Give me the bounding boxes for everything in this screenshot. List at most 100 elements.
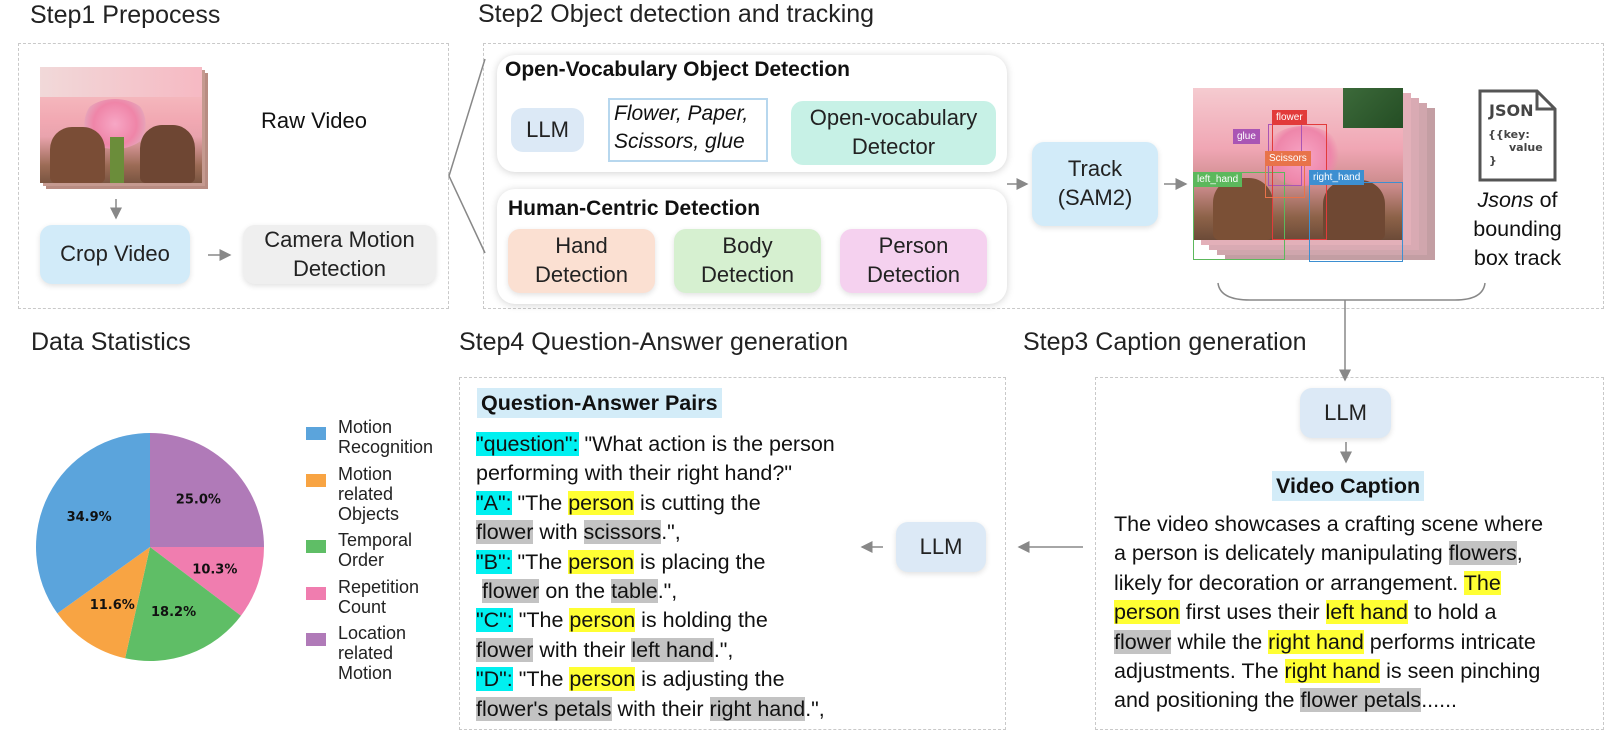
pie-value-label: 25.0% <box>176 493 221 508</box>
legend-swatch <box>306 474 326 487</box>
pie-value-label: 18.2% <box>151 605 196 620</box>
cap-line4a: first uses their <box>1179 600 1326 625</box>
llm-box-caption: LLM <box>1300 388 1391 438</box>
ov-detection-title: Open-Vocabulary Object Detection <box>505 58 851 81</box>
cap-person: person <box>1114 600 1180 625</box>
qa-b-key: "B": <box>476 549 512 574</box>
cap-flowers: flowers <box>1448 541 1517 566</box>
cap-left-hand: left hand <box>1325 600 1408 625</box>
legend-swatch <box>306 633 326 646</box>
pie-slice-location-related-motion <box>150 433 264 547</box>
cap-the: The <box>1463 570 1501 595</box>
qa-d-flowers-petals: flower's petals <box>476 696 612 721</box>
qa-d-rest: is adjusting the <box>635 667 785 692</box>
qa-c-left-hand: left hand <box>631 637 714 662</box>
body-detection-line1: Body <box>722 233 773 259</box>
qa-c-person: person <box>569 608 636 633</box>
object-list-box: Flower, Paper, Scissors, glue <box>608 98 768 162</box>
legend-swatch <box>306 587 326 600</box>
qa-a-key: "A": <box>476 490 512 515</box>
qa-a-with: with <box>533 520 584 545</box>
cap-line6b: is seen pinching <box>1380 658 1541 683</box>
crop-video-box: Crop Video <box>40 225 190 284</box>
qa-c-rest: is holding the <box>635 608 768 633</box>
qa-c-the: "The <box>512 608 570 633</box>
json-caption-of: of <box>1533 188 1558 212</box>
step3-title: Step3 Caption generation <box>1023 328 1307 356</box>
stats-title: Data Statistics <box>31 328 191 356</box>
tag-glue: glue <box>1233 129 1260 144</box>
qa-a-scissors: scissors <box>583 520 662 545</box>
json-caption-italic: Jsons <box>1477 188 1534 212</box>
hand-detection-box: Hand Detection <box>508 229 655 293</box>
tag-right-hand: right_hand <box>1309 170 1365 185</box>
cap-line5b: performs intricate <box>1363 629 1536 654</box>
tag-flower: flower <box>1272 110 1307 125</box>
ov-detector-box: Open-vocabulary Detector <box>791 101 996 165</box>
body-detection-box: Body Detection <box>674 229 821 293</box>
llm-label-caption: LLM <box>1324 399 1367 425</box>
body-detection-line2: Detection <box>701 262 794 287</box>
qa-d-right-hand: right hand <box>709 696 806 721</box>
tag-left-hand: left_hand <box>1193 172 1243 187</box>
qa-d-end: .", <box>805 696 825 721</box>
hand-detection-line1: Hand <box>555 233 608 259</box>
qa-d-person: person <box>569 667 636 692</box>
json-icon-label: JSON <box>1488 101 1533 120</box>
legend-swatch <box>306 427 326 440</box>
qa-b-table: table <box>611 578 658 603</box>
pie-slice-repetition-count <box>150 547 264 616</box>
ov-detector-line1: Open-vocabulary <box>809 105 978 131</box>
qa-a-the: "The <box>511 490 569 515</box>
person-detection-line1: Person <box>878 233 949 259</box>
cap-right-hand-1: right hand <box>1268 629 1364 654</box>
cap-line2a: a person is delicately manipulating <box>1114 541 1449 566</box>
qa-pairs-title: Question-Answer Pairs <box>477 388 722 418</box>
cap-right-hand-2: right hand <box>1284 658 1381 683</box>
person-detection-line2: Detection <box>867 262 960 287</box>
cap-flower: flower <box>1114 629 1172 654</box>
qa-d-with-their: with their <box>611 696 710 721</box>
llm-label-qa: LLM <box>919 533 963 559</box>
camera-motion-box: Camera Motion Detection <box>243 225 436 284</box>
qa-b-on-the: on the <box>539 578 612 603</box>
llm-label-detect: LLM <box>526 116 569 142</box>
tracked-frames: left_hand glue flower Scissors right_han… <box>1193 88 1436 264</box>
step2-container <box>483 43 1604 309</box>
qa-question-text: "What action is the person <box>578 432 835 456</box>
step1-title: Step1 Prepocess <box>30 1 221 29</box>
qa-c-flower: flower <box>476 637 534 662</box>
qa-a-person: person <box>568 490 634 515</box>
track-line1: Track <box>1067 156 1123 182</box>
raw-video-thumbnail <box>40 67 208 189</box>
cap-flower-petals: flower petals <box>1300 688 1422 713</box>
step4-container <box>459 377 1006 730</box>
qa-a-end: .", <box>661 520 681 545</box>
bbox-right-hand <box>1309 182 1403 262</box>
qa-question-key: "question": <box>476 432 579 456</box>
caption-text-block: The video showcases a crafting scene whe… <box>1114 510 1589 716</box>
qa-c-with-their: with their <box>533 637 632 662</box>
tag-scissors: Scissors <box>1265 151 1311 166</box>
camera-motion-line1: Camera Motion <box>264 226 415 252</box>
qa-text-block: "question": "What action is the person p… <box>476 430 896 724</box>
qa-d-the: "The <box>512 667 570 692</box>
camera-motion-line2: Detection <box>293 255 386 281</box>
json-icon-line3: } <box>1489 154 1497 167</box>
bracket <box>1217 282 1486 301</box>
pie-value-label: 34.9% <box>67 510 112 525</box>
step2-title: Step2 Object detection and tracking <box>478 0 875 28</box>
cap-line7a: and positioning the <box>1114 688 1301 713</box>
ov-detector-line2: Detector <box>851 134 936 159</box>
pie-slice-motion-recognition <box>36 433 150 614</box>
qa-c-key: "C": <box>476 608 513 633</box>
json-icon-line2: value <box>1509 141 1543 154</box>
qa-b-person: person <box>568 549 634 574</box>
fork-to-step2 <box>448 58 486 254</box>
pie-value-label: 10.3% <box>192 563 237 578</box>
qa-a-flower: flower <box>476 520 534 545</box>
json-caption-line3: box track <box>1473 246 1562 270</box>
